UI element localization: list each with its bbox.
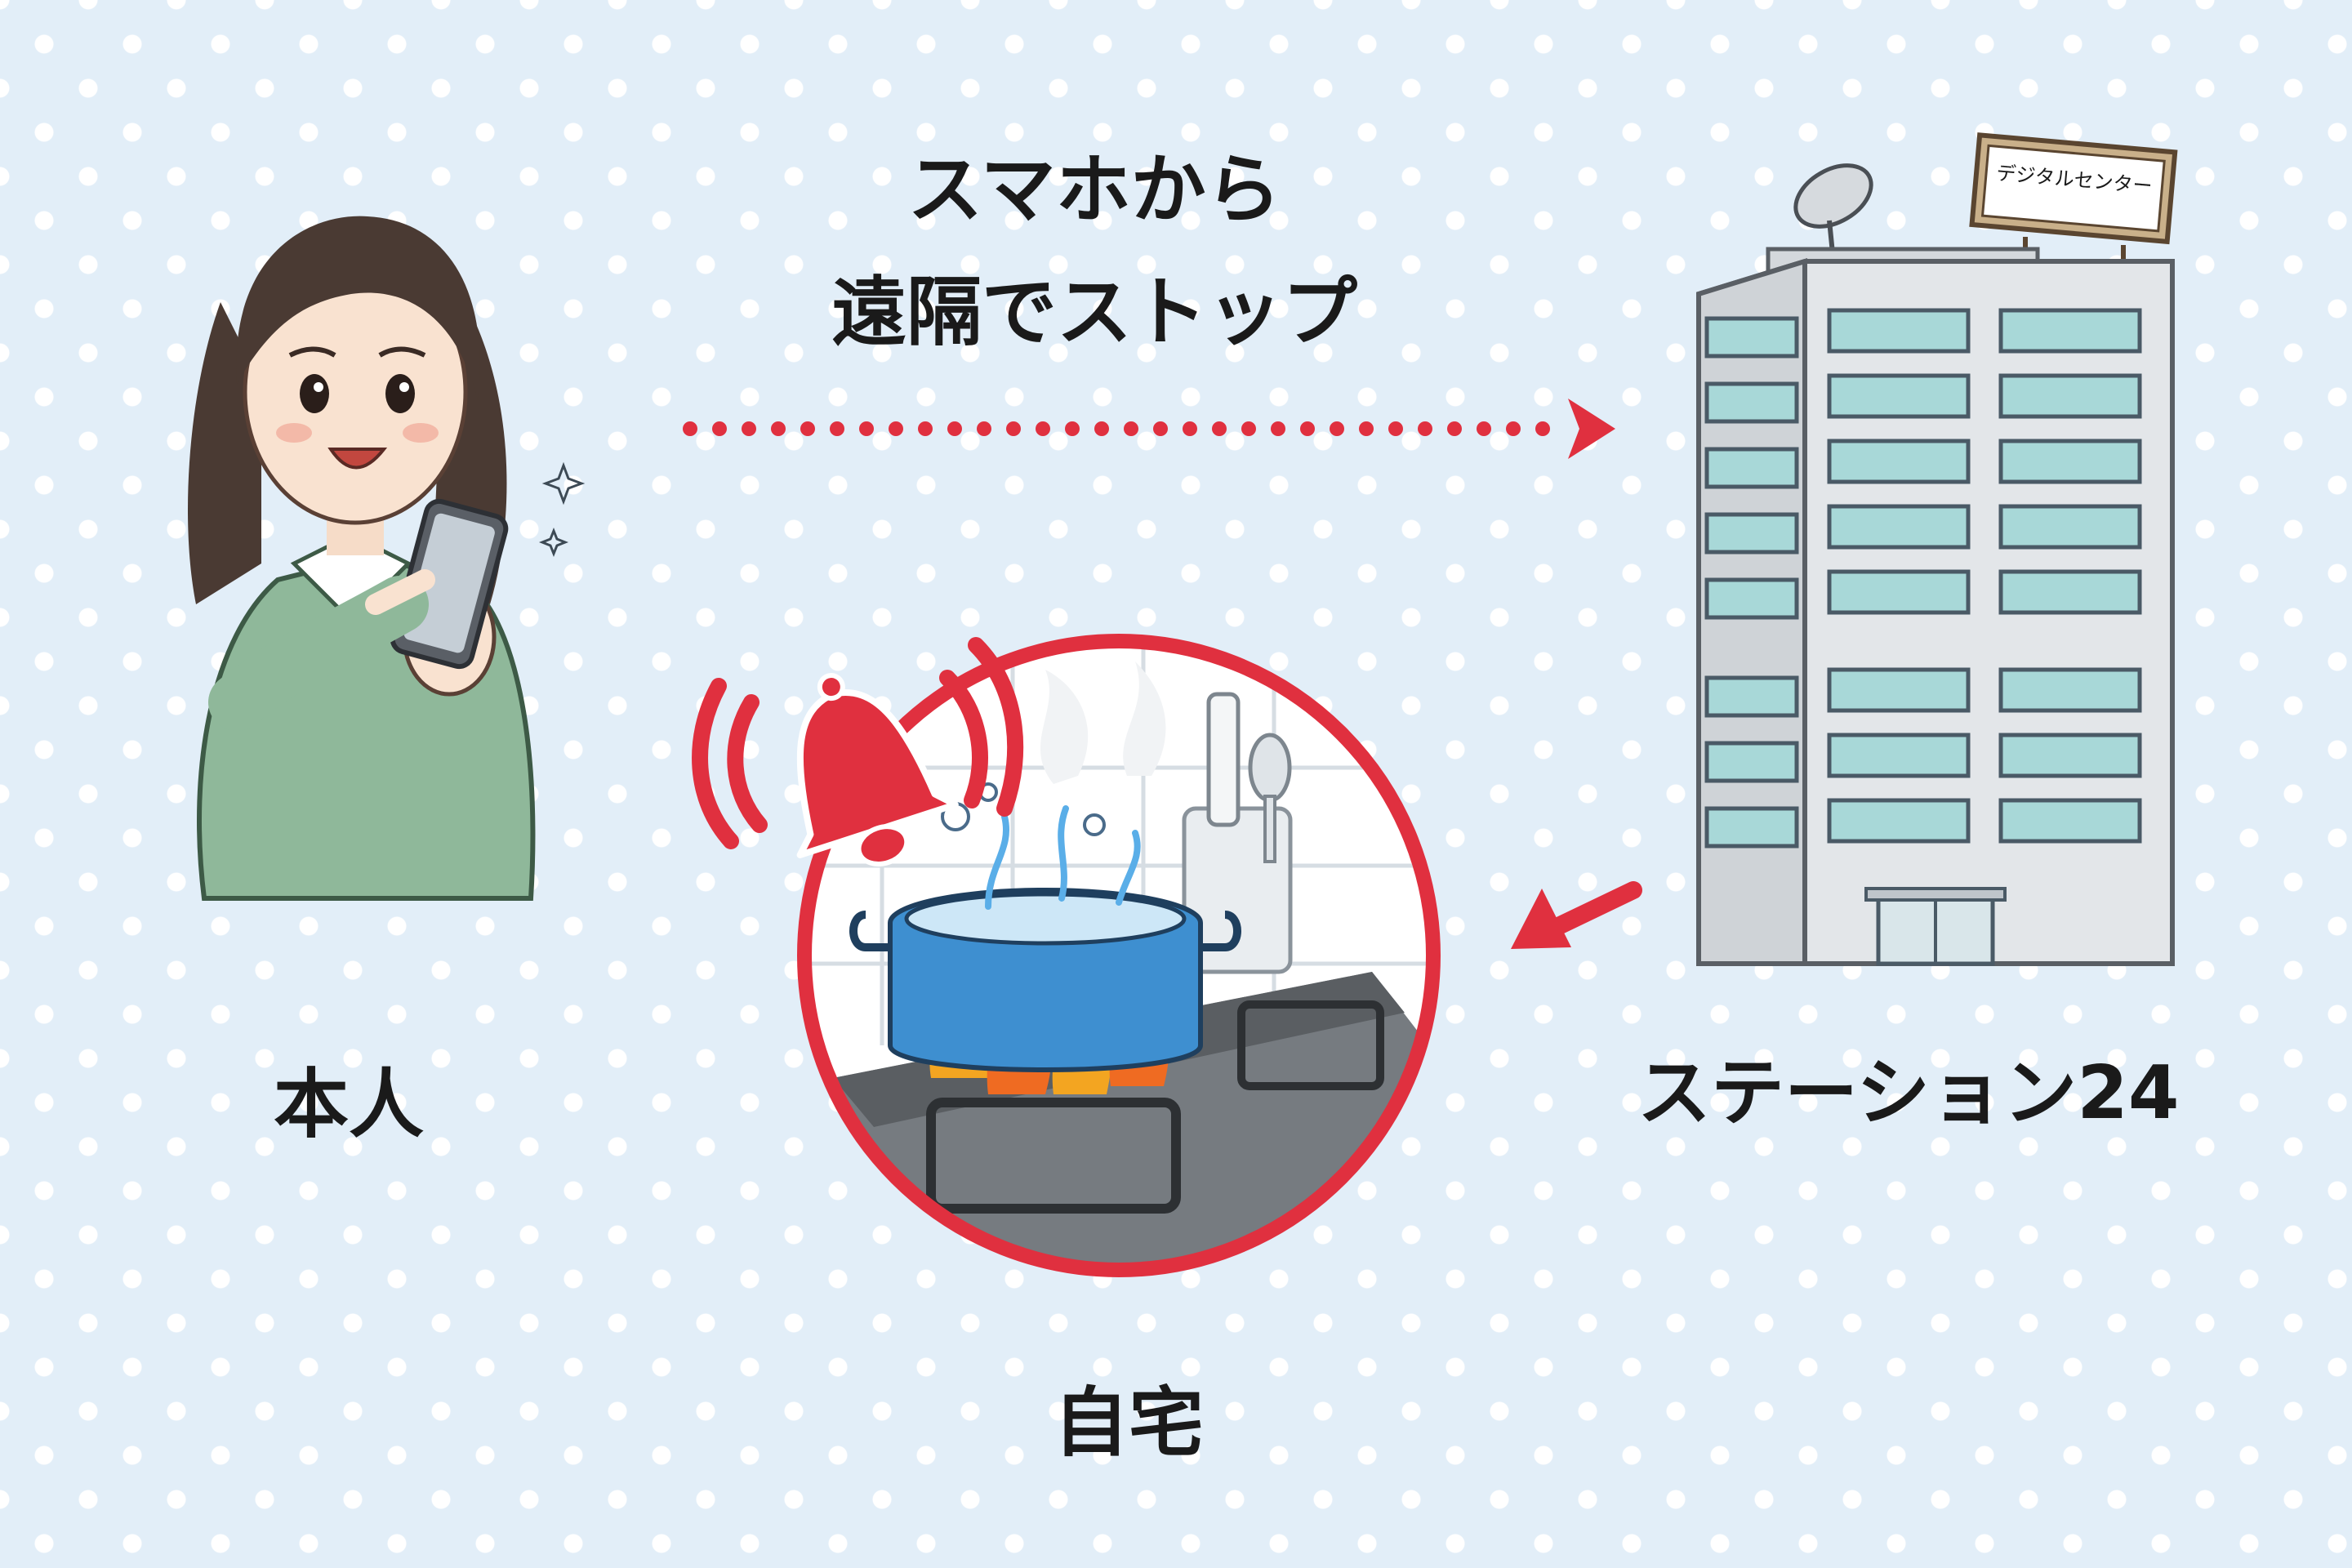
home-label: 自宅: [1054, 1379, 1205, 1467]
person-label: 本人: [274, 1061, 425, 1148]
caption-line-2: 遠隔でストップ: [831, 269, 1357, 356]
alarm-bell-icon: [692, 637, 1024, 866]
station-label: ステーション24: [1637, 1050, 2180, 1136]
diagram-caption: スマホから 遠隔でストップ: [784, 129, 1405, 374]
home-kitchen-circle: [797, 634, 1441, 1277]
office-building-icon: デジタルセンター: [1696, 132, 2178, 966]
caption-line-1: スマホから: [907, 146, 1281, 234]
woman-with-smartphone-icon: [188, 216, 586, 901]
